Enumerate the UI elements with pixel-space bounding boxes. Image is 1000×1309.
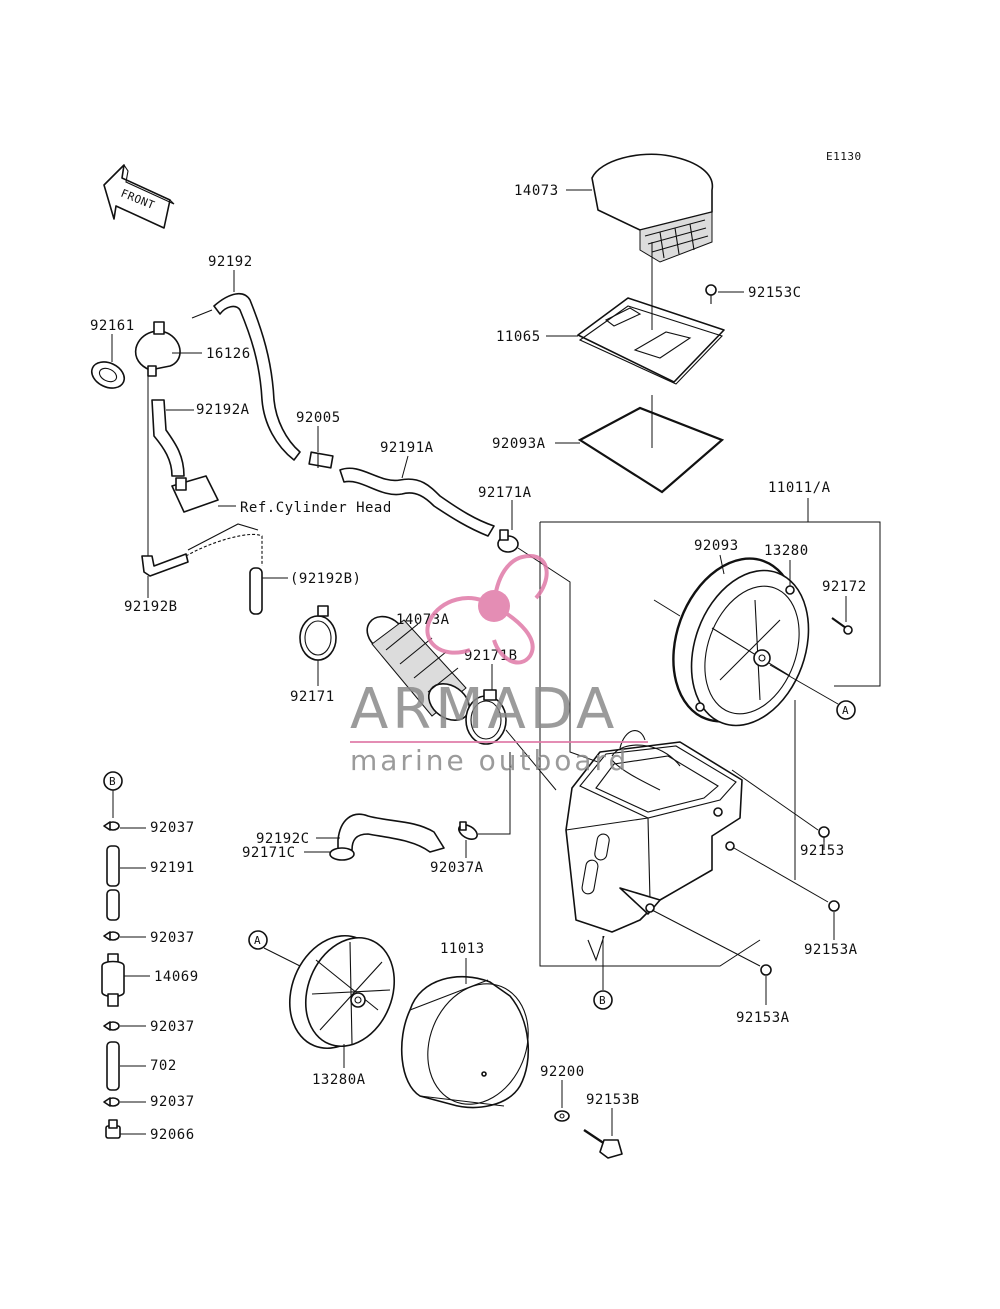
label-92200: 92200 (540, 1064, 585, 1080)
label-92005: 92005 (296, 410, 341, 426)
hose-92192a-part (151, 399, 185, 477)
tube-702-part (106, 1041, 120, 1091)
svg-text:B: B (599, 994, 606, 1007)
label-11065: 11065 (496, 329, 541, 345)
label-92192: 92192 (208, 254, 253, 270)
label-11013: 11013 (440, 941, 485, 957)
label-14073a: 14073A (396, 612, 450, 628)
label-92037-3: 92037 (150, 1019, 195, 1035)
ref-circle-a-lower: A (248, 930, 268, 950)
label-92161: 92161 (90, 318, 135, 334)
clamp-92171-part (299, 605, 337, 661)
hose-92192-part (213, 293, 301, 461)
label-13280: 13280 (764, 543, 809, 559)
tube-92191-part (106, 845, 120, 921)
label-16126: 16126 (206, 346, 251, 362)
label-92192b: 92192B (124, 599, 178, 615)
filter-cover-13280-part (672, 557, 810, 727)
filter-cage-13280a-part (288, 934, 396, 1050)
clip-92037-4-icon (103, 1097, 120, 1107)
washer-92200-part (554, 1110, 570, 1122)
ref-circle-b-box: B (593, 990, 613, 1010)
joint-92005-part (308, 451, 334, 469)
svg-text:B: B (109, 775, 116, 788)
watermark-brand: ARMADA (350, 677, 618, 742)
hose-92192c-part (337, 813, 445, 853)
bolt-92153b-part (583, 1129, 623, 1159)
clip-92037-1-icon (103, 821, 120, 831)
label-92171b: 92171B (464, 648, 518, 664)
air-box-11011-part (565, 730, 743, 962)
label-11011a: 11011/A (768, 480, 831, 496)
clamp-92171c-part (329, 847, 355, 861)
plate-11065-part (577, 297, 725, 385)
diagram-code: E1130 (826, 150, 862, 163)
cap-92161-part (90, 361, 126, 389)
cap-92066-part (105, 1119, 121, 1139)
clip-92037a-part (458, 821, 478, 841)
propeller-icon (425, 553, 549, 665)
label-92066: 92066 (150, 1127, 195, 1143)
label-92171a: 92171A (478, 485, 532, 501)
cylinder-head-fitting-part (171, 475, 219, 513)
label-14073: 14073 (514, 183, 559, 199)
label-92037-1: 92037 (150, 820, 195, 836)
label-92153b: 92153B (586, 1092, 640, 1108)
clip-92037-3-icon (103, 1021, 120, 1031)
label-92153: 92153 (800, 843, 845, 859)
label-92093a: 92093A (492, 436, 546, 452)
label-92037a: 92037A (430, 860, 484, 876)
label-92191: 92191 (150, 860, 195, 876)
watermark-tagline: marine outboard (350, 744, 629, 777)
label-92153c: 92153C (748, 285, 802, 301)
ref-cylinder-head-label: Ref.Cylinder Head (240, 500, 392, 516)
label-14069: 14069 (154, 969, 199, 985)
screw-92153c-icon (705, 284, 717, 304)
label-92153a-lower: 92153A (736, 1010, 790, 1026)
watermark-logo: ARMADA marine outboard (350, 553, 648, 777)
label-92192b-ref: (92192B) (290, 571, 361, 587)
screw-92172-icon (831, 617, 853, 635)
clamp-92171a-part (497, 529, 519, 553)
label-92037-4: 92037 (150, 1094, 195, 1110)
intake-duct-14073a-part (366, 615, 471, 721)
label-702: 702 (150, 1058, 177, 1074)
label-92153a-right: 92153A (804, 942, 858, 958)
air-filter-11013-part (400, 975, 530, 1109)
clamp-92171b-part (465, 689, 507, 745)
ref-circle-b-left: B (103, 771, 123, 791)
svg-text:A: A (842, 704, 849, 717)
label-92037-2: 92037 (150, 930, 195, 946)
front-arrow-icon: FRONT (103, 164, 175, 229)
screw-92153a-lower-icon (760, 964, 772, 976)
valve-16126-part (134, 321, 181, 377)
label-92171c: 92171C (242, 845, 296, 861)
label-13280a: 13280A (312, 1072, 366, 1088)
screw-92153-icon (818, 826, 830, 842)
propeller-hub (478, 590, 510, 622)
label-92192a: 92192A (196, 402, 250, 418)
gasket-92093a-part (577, 406, 725, 494)
label-92093: 92093 (694, 538, 739, 554)
label-92172: 92172 (822, 579, 867, 595)
svg-text:A: A (254, 934, 261, 947)
hose-92192b-part (141, 523, 263, 577)
label-92191a: 92191A (380, 440, 434, 456)
label-92192c: 92192C (256, 831, 310, 847)
screw-92153a-right-icon (828, 900, 840, 912)
ref-circle-a-upper: A (836, 700, 856, 720)
intake-cover-part (591, 153, 714, 263)
hose-92191a-part (339, 467, 495, 537)
label-92171: 92171 (290, 689, 335, 705)
hose-92192b-ref-part (249, 567, 263, 615)
filter-14069-part (101, 953, 125, 1007)
clip-92037-2-icon (103, 931, 120, 941)
